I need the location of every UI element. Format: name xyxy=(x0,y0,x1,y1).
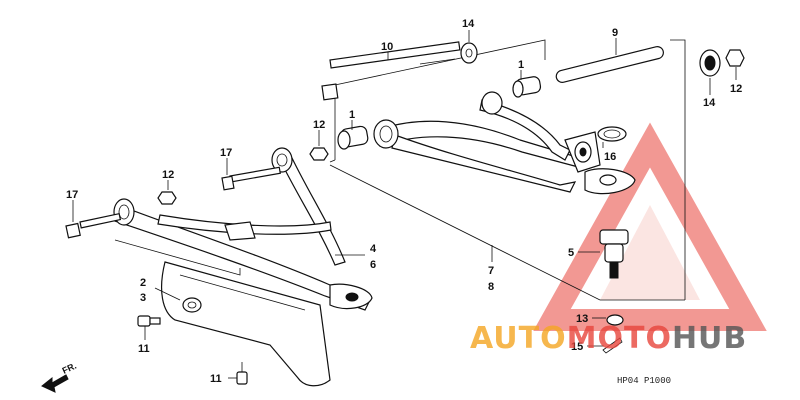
front-direction-indicator: FR. xyxy=(41,361,78,393)
bolt-17-lower xyxy=(65,212,122,239)
label-part-12-left: 12 xyxy=(162,169,174,181)
bush-1-lower xyxy=(337,125,369,150)
label-part-17-lower: 17 xyxy=(66,189,78,201)
label-part-14-top: 14 xyxy=(462,18,475,30)
bolt-11-bottom xyxy=(236,362,248,385)
label-part-16: 16 xyxy=(604,151,616,163)
label-part-1-lower: 1 xyxy=(349,109,355,121)
bolt-11-left xyxy=(137,315,161,327)
watermark-text-moto: MOTO xyxy=(567,321,672,356)
nut-12-right xyxy=(725,49,745,67)
watermark-text-auto: AUTO xyxy=(470,321,567,356)
label-part-9: 9 xyxy=(612,27,618,39)
upper-arm xyxy=(373,91,636,195)
bolt-9 xyxy=(555,46,664,83)
label-part-2: 2 xyxy=(140,277,146,289)
label-part-6: 6 xyxy=(370,259,376,271)
collar-14-top xyxy=(460,42,478,64)
nut-13 xyxy=(606,314,624,326)
ball-joint-5 xyxy=(599,229,629,279)
label-part-17-upper: 17 xyxy=(220,147,232,159)
label-part-12-right: 12 xyxy=(730,83,742,95)
label-part-11-left: 11 xyxy=(138,343,150,355)
nut-12-middle xyxy=(309,147,329,161)
label-part-12-middle: 12 xyxy=(313,119,325,131)
front-label: FR. xyxy=(61,361,78,376)
label-part-1-upper: 1 xyxy=(518,59,524,71)
label-part-15: 15 xyxy=(571,341,583,353)
label-part-8: 8 xyxy=(488,281,494,293)
label-part-7: 7 xyxy=(488,265,494,277)
label-part-5: 5 xyxy=(568,247,574,259)
watermark-text: AUTOMOTOHUB xyxy=(470,321,747,356)
label-part-11-bottom: 11 xyxy=(210,373,222,385)
cotter-pin-15 xyxy=(602,337,623,354)
label-part-13: 13 xyxy=(576,313,588,325)
bush-1-upper xyxy=(512,76,542,98)
assembly-outline xyxy=(114,39,686,301)
leader-lines xyxy=(72,30,737,379)
skid-guard xyxy=(160,261,331,387)
svg-text:AUTOMOTOHUB: AUTOMOTOHUB xyxy=(470,321,747,356)
collar-14-right xyxy=(699,49,721,77)
nut-12-left xyxy=(157,191,177,205)
lower-arm xyxy=(111,147,373,311)
label-part-10: 10 xyxy=(381,41,393,53)
part-labels: 10 14 9 1 14 12 1 12 16 17 12 17 4 6 7 8… xyxy=(66,18,742,385)
watermark-text-hub: HUB xyxy=(672,321,747,356)
diagram-code: HP04 P1000 xyxy=(617,376,671,386)
label-part-3: 3 xyxy=(140,292,146,304)
label-part-14-right: 14 xyxy=(703,97,716,109)
seal-16 xyxy=(597,126,627,142)
front-arrow-icon xyxy=(41,374,69,393)
bolt-10 xyxy=(321,41,461,101)
label-part-4: 4 xyxy=(370,243,377,255)
bolt-17-upper xyxy=(221,166,281,191)
